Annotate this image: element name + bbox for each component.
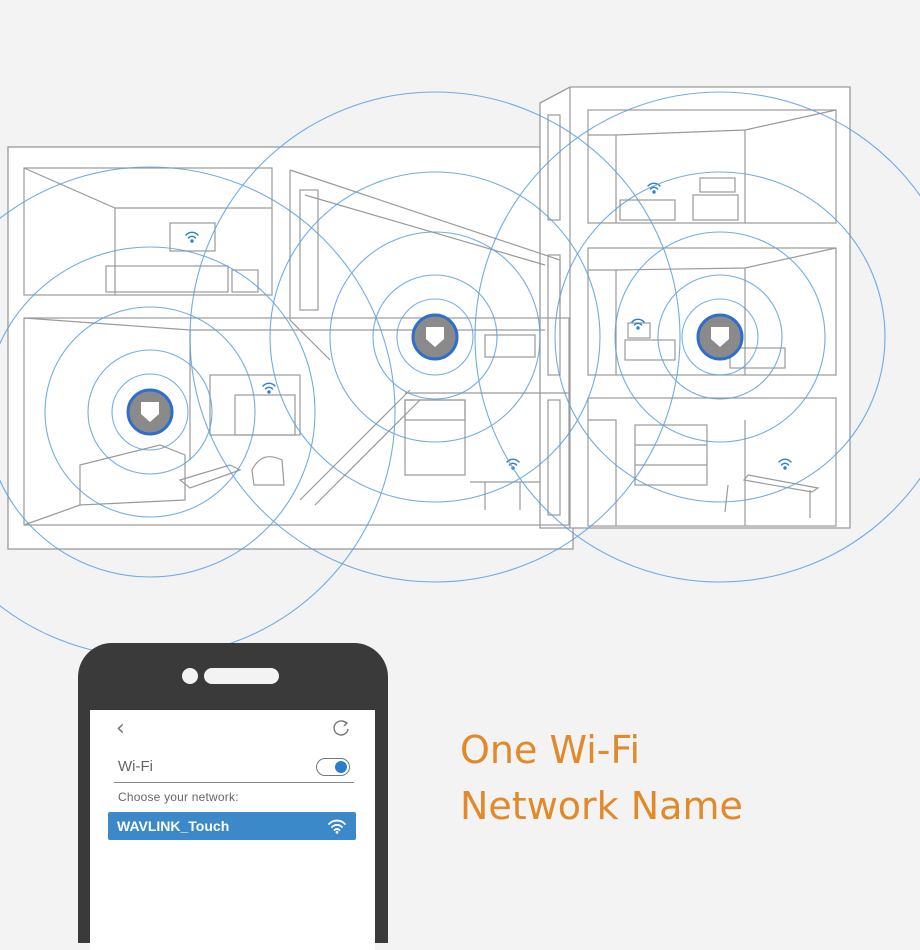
wifi-label: Wi-Fi <box>118 758 153 775</box>
mesh-node-left <box>126 388 174 436</box>
headline-line-2: Network Name <box>460 784 743 828</box>
house-illustration <box>0 86 920 658</box>
phone-mockup: ‹ Wi-Fi Choose your network: WAVLINK_Tou… <box>78 643 388 950</box>
chevron-left-icon[interactable]: ‹ <box>116 716 125 741</box>
mesh-node-right <box>696 313 744 361</box>
network-item[interactable]: WAVLINK_Touch <box>108 812 356 840</box>
refresh-icon[interactable] <box>331 718 351 738</box>
choose-network-label: Choose your network: <box>118 790 239 804</box>
network-name: WAVLINK_Touch <box>117 818 230 834</box>
coverage-rings <box>0 91 920 658</box>
mesh-node-center <box>411 313 459 361</box>
headline-line-1: One Wi-Fi <box>460 728 641 772</box>
wifi-toggle[interactable] <box>316 758 350 776</box>
wifi-icon <box>328 819 346 834</box>
divider <box>114 782 354 783</box>
camera-dot <box>182 668 198 684</box>
tower-outline <box>539 86 851 529</box>
phone-screen: ‹ Wi-Fi Choose your network: WAVLINK_Tou… <box>90 710 375 950</box>
headline: One Wi-Fi Network Name <box>460 722 743 834</box>
speaker-slot <box>204 668 279 684</box>
toggle-knob <box>335 761 347 773</box>
